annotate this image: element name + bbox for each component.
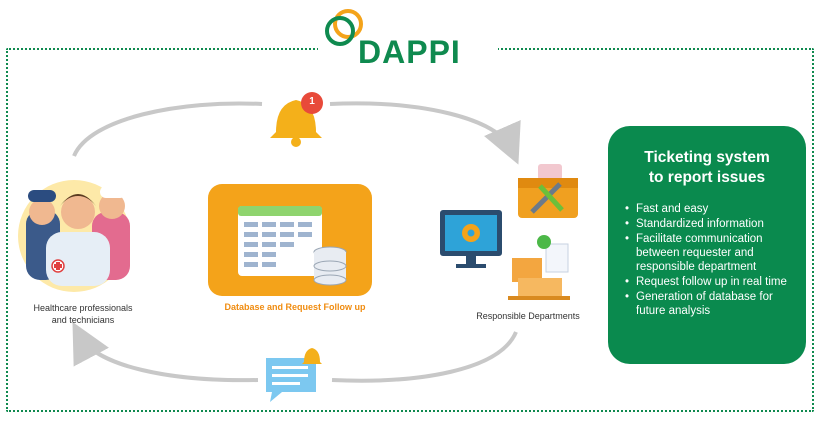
arc-top-left xyxy=(72,101,263,157)
arc-top-right xyxy=(329,101,521,165)
arc-bottom-right xyxy=(331,331,518,383)
message-bubble-icon xyxy=(266,348,322,402)
database-label: Database and Request Follow up xyxy=(224,302,366,312)
card-title-line2: to report issues xyxy=(648,169,766,186)
logo-text: DAPPI xyxy=(358,34,461,70)
feature-item: Facilitate communication between request… xyxy=(622,232,792,274)
database-box xyxy=(208,184,372,296)
bell-notification-icon xyxy=(270,92,323,147)
boxes-checklist-icon xyxy=(508,235,570,300)
toolbox-icon xyxy=(518,164,578,218)
healthcare-label: Healthcare professionals and technicians xyxy=(8,302,158,326)
healthcare-label-line2: and technicians xyxy=(51,315,115,325)
dappi-logo: DAPPI xyxy=(318,4,498,70)
healthcare-team-icon xyxy=(18,180,130,292)
healthcare-label-line1: Healthcare professionals xyxy=(33,303,133,313)
logo-rings-icon xyxy=(325,9,363,46)
feature-item: Standardized information xyxy=(622,217,792,231)
ticketing-card: Ticketing system to report issues Fast a… xyxy=(608,126,806,364)
monitor-settings-icon xyxy=(440,210,502,268)
feature-item: Generation of database for future analys… xyxy=(622,290,792,318)
notification-badge: 1 xyxy=(309,96,315,107)
departments-label: Responsible Departments xyxy=(476,311,580,321)
feature-item: Fast and easy xyxy=(622,202,792,216)
arc-bottom-left xyxy=(72,321,259,383)
feature-list: Fast and easy Standardized information F… xyxy=(622,202,792,318)
card-title: Ticketing system to report issues xyxy=(622,148,792,188)
feature-item: Request follow up in real time xyxy=(622,275,792,289)
card-title-line1: Ticketing system xyxy=(644,149,770,166)
